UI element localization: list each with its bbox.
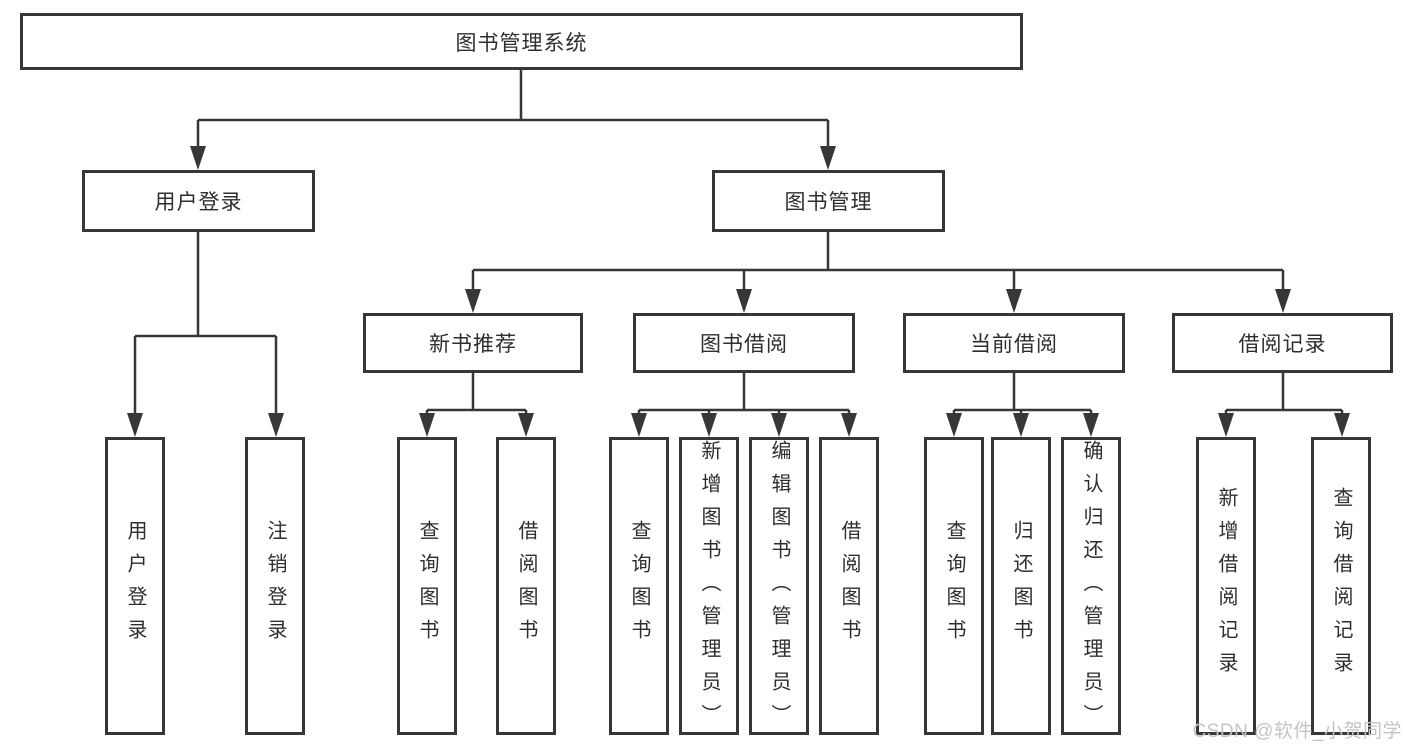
node-root-system: 图书管理系统 xyxy=(20,13,1023,70)
node-borrowing-records-label: 借阅记录 xyxy=(1238,333,1327,356)
leaf-edit-book-admin: 编辑图书（管理员） xyxy=(749,437,809,737)
leaf-query-borrow-record: 查询借阅记录 xyxy=(1311,437,1371,735)
leaf-borrow-books-recommend-label: 借阅图书 xyxy=(515,520,537,652)
leaf-query-books-current-label: 查询图书 xyxy=(943,520,965,652)
node-book-borrowing-label: 图书借阅 xyxy=(700,333,788,356)
node-new-book-recommend: 新书推荐 xyxy=(363,313,583,373)
leaf-borrow-books-borrowing: 借阅图书 xyxy=(819,437,879,735)
leaf-edit-book-admin-label: 编辑图书（管理员） xyxy=(768,440,790,737)
leaf-borrow-books-recommend: 借阅图书 xyxy=(496,437,556,735)
leaf-logout: 注销登录 xyxy=(245,437,305,735)
leaf-user-login-label: 用户登录 xyxy=(124,520,146,652)
leaf-return-books-label: 归还图书 xyxy=(1010,520,1032,652)
leaf-return-books: 归还图书 xyxy=(991,437,1051,735)
leaf-confirm-return-admin-label: 确认归还（管理员） xyxy=(1080,440,1102,737)
leaf-add-borrow-record: 新增借阅记录 xyxy=(1196,437,1256,735)
node-borrowing-records: 借阅记录 xyxy=(1172,313,1393,373)
leaf-query-books-current: 查询图书 xyxy=(924,437,984,735)
node-book-borrowing: 图书借阅 xyxy=(633,313,855,373)
leaf-add-book-admin: 新增图书（管理员） xyxy=(679,437,739,737)
node-book-management-label: 图书管理 xyxy=(784,191,873,214)
arrowheads xyxy=(127,146,1350,437)
leaf-query-books-recommend: 查询图书 xyxy=(397,437,457,735)
node-new-book-recommend-label: 新书推荐 xyxy=(429,333,517,356)
leaf-borrow-books-borrowing-label: 借阅图书 xyxy=(838,520,860,652)
leaf-add-borrow-record-label: 新增借阅记录 xyxy=(1215,487,1237,685)
leaf-user-login: 用户登录 xyxy=(105,437,165,735)
node-current-borrowing: 当前借阅 xyxy=(903,313,1125,373)
node-user-login-label: 用户登录 xyxy=(154,191,243,214)
leaf-add-book-admin-label: 新增图书（管理员） xyxy=(698,440,720,737)
node-user-login: 用户登录 xyxy=(82,170,315,232)
leaf-logout-label: 注销登录 xyxy=(264,520,286,652)
leaf-query-books-borrowing: 查询图书 xyxy=(609,437,669,735)
csdn-watermark: CSDN @软件_小贺同学 xyxy=(1193,716,1402,743)
leaf-query-books-recommend-label: 查询图书 xyxy=(416,520,438,652)
leaf-confirm-return-admin: 确认归还（管理员） xyxy=(1061,437,1121,737)
node-root-system-label: 图书管理系统 xyxy=(455,31,588,55)
node-current-borrowing-label: 当前借阅 xyxy=(970,333,1058,356)
leaf-query-borrow-record-label: 查询借阅记录 xyxy=(1330,487,1352,685)
leaf-query-books-borrowing-label: 查询图书 xyxy=(628,520,650,652)
csdn-watermark-text: CSDN @软件_小贺同学 xyxy=(1192,721,1402,742)
node-book-management: 图书管理 xyxy=(712,170,945,232)
